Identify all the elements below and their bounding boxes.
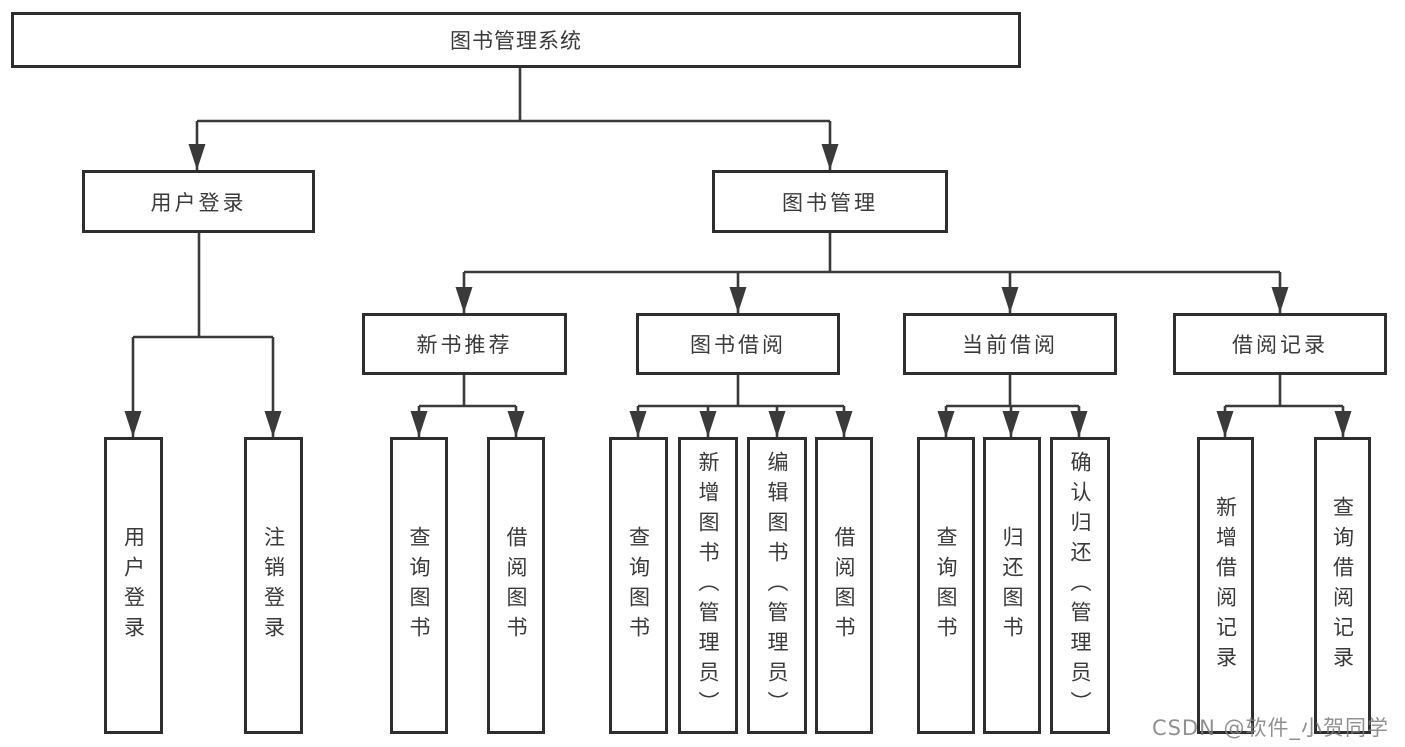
node-leaf-br-add-record: 新增借阅记录 xyxy=(1197,437,1254,734)
node-book-management: 图书管理 xyxy=(712,170,948,233)
node-leaf-bb-add-books-admin: 新增图书（管理员） xyxy=(678,437,738,734)
node-current-borrow: 当前借阅 xyxy=(903,313,1117,375)
node-new-book-recommend-label: 新书推荐 xyxy=(416,333,513,357)
arrow-down-icon xyxy=(455,287,473,313)
node-leaf-user-login-label: 用户登录 xyxy=(121,525,146,646)
arrow-down-icon xyxy=(1271,287,1289,313)
arrow-down-icon xyxy=(729,287,747,313)
node-leaf-bb-borrow-books: 借阅图书 xyxy=(815,437,873,734)
node-leaf-nbr-borrow-books-label: 借阅图书 xyxy=(504,525,528,646)
node-root-label: 图书管理系统 xyxy=(450,29,582,53)
node-leaf-cb-return-books: 归还图书 xyxy=(983,437,1041,734)
node-new-book-recommend: 新书推荐 xyxy=(362,313,567,375)
node-leaf-bb-query-books: 查询图书 xyxy=(609,437,668,734)
node-user-login: 用户登录 xyxy=(82,170,315,233)
connector-root-to-level2 xyxy=(195,68,832,170)
arrow-down-icon xyxy=(507,411,525,437)
node-book-borrow: 图书借阅 xyxy=(636,313,840,375)
node-leaf-bb-edit-books-admin: 编辑图书（管理员） xyxy=(747,437,807,734)
arrow-down-icon xyxy=(768,411,786,437)
node-leaf-nbr-query-books: 查询图书 xyxy=(390,437,448,734)
node-book-borrow-label: 图书借阅 xyxy=(690,333,786,357)
node-current-borrow-label: 当前借阅 xyxy=(962,333,1058,357)
node-leaf-br-add-record-label: 新增借阅记录 xyxy=(1213,495,1238,676)
arrow-down-icon xyxy=(124,411,142,437)
arrow-down-icon xyxy=(1334,411,1352,437)
node-book-management-label: 图书管理 xyxy=(782,190,878,215)
node-borrow-records: 借阅记录 xyxy=(1173,313,1387,375)
arrow-down-icon xyxy=(1070,411,1088,437)
arrowhead-icons xyxy=(124,144,1352,437)
arrow-down-icon xyxy=(264,411,282,437)
arrow-down-icon xyxy=(629,411,647,437)
connector-borrow-records-children xyxy=(1223,375,1345,437)
node-borrow-records-label: 借阅记录 xyxy=(1232,333,1328,357)
connector-new-book-recommend-children xyxy=(417,375,518,437)
node-leaf-bb-add-books-admin-label: 新增图书（管理员） xyxy=(696,450,720,721)
node-leaf-logout: 注销登录 xyxy=(244,437,303,734)
connector-book-management-children xyxy=(462,233,1282,313)
node-leaf-bb-query-books-label: 查询图书 xyxy=(626,525,651,646)
arrow-down-icon xyxy=(821,144,839,170)
node-leaf-nbr-borrow-books: 借阅图书 xyxy=(487,437,545,734)
connector-book-borrow-children xyxy=(636,375,846,437)
node-leaf-logout-label: 注销登录 xyxy=(261,525,286,646)
node-leaf-nbr-query-books-label: 查询图书 xyxy=(407,525,431,646)
arrow-down-icon xyxy=(835,411,853,437)
connector-user-login-children xyxy=(131,233,275,437)
node-leaf-cb-query-books-label: 查询图书 xyxy=(934,525,958,646)
arrow-down-icon xyxy=(410,411,428,437)
node-leaf-cb-confirm-return-admin-label: 确认归还（管理员） xyxy=(1068,450,1092,721)
node-leaf-br-query-record-label: 查询借阅记录 xyxy=(1330,495,1355,676)
node-root: 图书管理系统 xyxy=(11,12,1021,68)
csdn-watermark: CSDN @软件_小贺同学 xyxy=(1151,716,1389,740)
node-leaf-cb-query-books: 查询图书 xyxy=(917,437,975,734)
node-leaf-user-login: 用户登录 xyxy=(104,437,163,734)
node-leaf-bb-edit-books-admin-label: 编辑图书（管理员） xyxy=(765,450,789,721)
node-leaf-br-query-record: 查询借阅记录 xyxy=(1314,437,1371,734)
arrow-down-icon xyxy=(699,411,717,437)
node-leaf-cb-confirm-return-admin: 确认归还（管理员） xyxy=(1050,437,1110,734)
arrow-down-icon xyxy=(1001,287,1019,313)
node-user-login-label: 用户登录 xyxy=(150,190,247,215)
node-leaf-bb-borrow-books-label: 借阅图书 xyxy=(832,525,856,646)
arrow-down-icon xyxy=(937,411,955,437)
arrow-down-icon xyxy=(1002,411,1020,437)
arrow-down-icon xyxy=(188,144,206,170)
arrow-down-icon xyxy=(1216,411,1234,437)
node-leaf-cb-return-books-label: 归还图书 xyxy=(1000,525,1024,646)
